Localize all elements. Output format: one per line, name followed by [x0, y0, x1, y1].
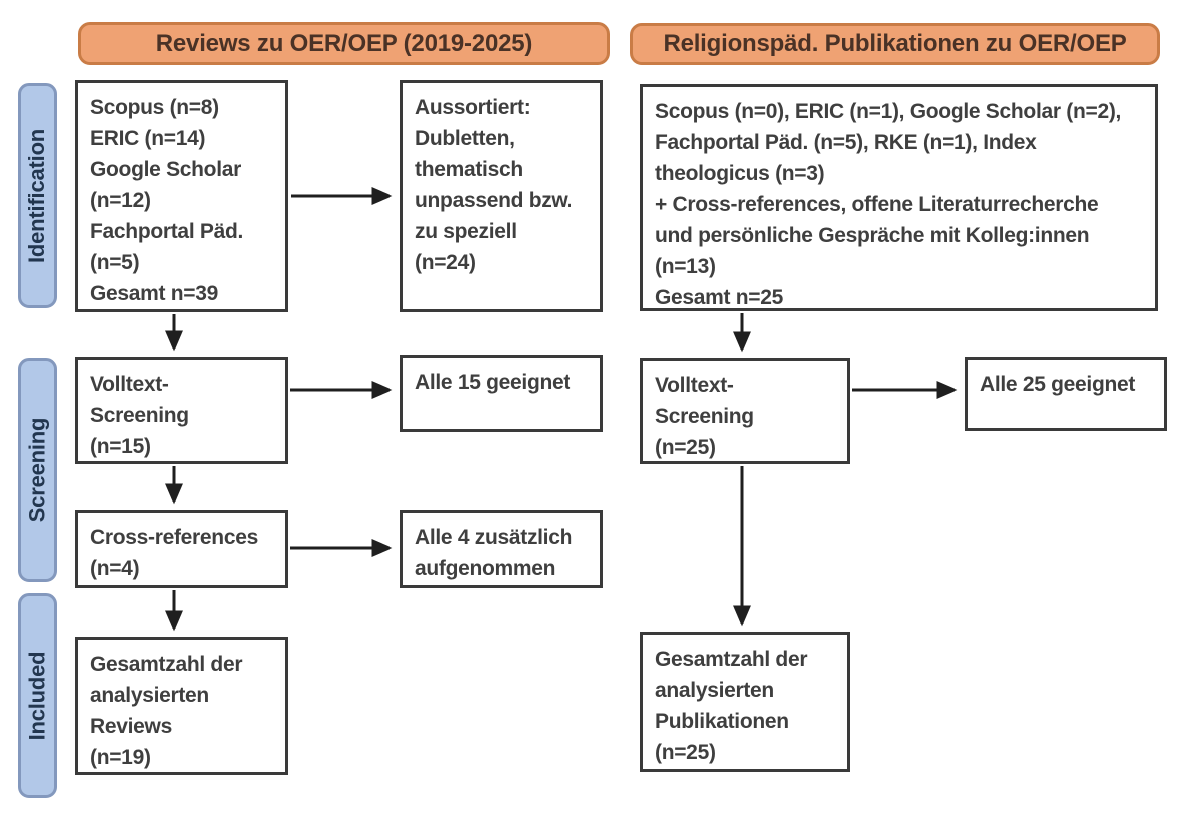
box-sources-left: Scopus (n=8) ERIC (n=14) Google Scholar …	[75, 80, 288, 312]
box-result-crossref: Alle 4 zusätzlich aufgenommen	[400, 510, 603, 588]
column-header-religionspaed: Religionspäd. Publikationen zu OER/OEP	[630, 23, 1160, 65]
box-result-fulltext-left: Alle 15 geeignet	[400, 355, 603, 432]
stage-label-identification: Identification	[18, 83, 57, 308]
box-result-fulltext-right: Alle 25 geeignet	[965, 357, 1167, 431]
stage-label-identification-text: Identification	[24, 128, 50, 263]
stage-label-screening: Screening	[18, 358, 57, 582]
box-fulltext-screening-right: Volltext- Screening (n=25)	[640, 358, 850, 464]
box-included-right: Gesamtzahl der analysierten Publikatione…	[640, 632, 850, 772]
stage-label-screening-text: Screening	[24, 417, 50, 523]
box-excluded-left: Aussortiert: Dubletten, thematisch unpas…	[400, 80, 603, 312]
box-fulltext-screening-left: Volltext- Screening (n=15)	[75, 357, 288, 464]
box-included-left: Gesamtzahl der analysierten Reviews (n=1…	[75, 637, 288, 775]
column-header-reviews: Reviews zu OER/OEP (2019-2025)	[78, 22, 610, 65]
box-cross-references: Cross-references (n=4)	[75, 510, 288, 588]
stage-label-included-text: Included	[24, 651, 50, 740]
box-sources-right: Scopus (n=0), ERIC (n=1), Google Scholar…	[640, 84, 1158, 311]
stage-label-included: Included	[18, 593, 57, 798]
